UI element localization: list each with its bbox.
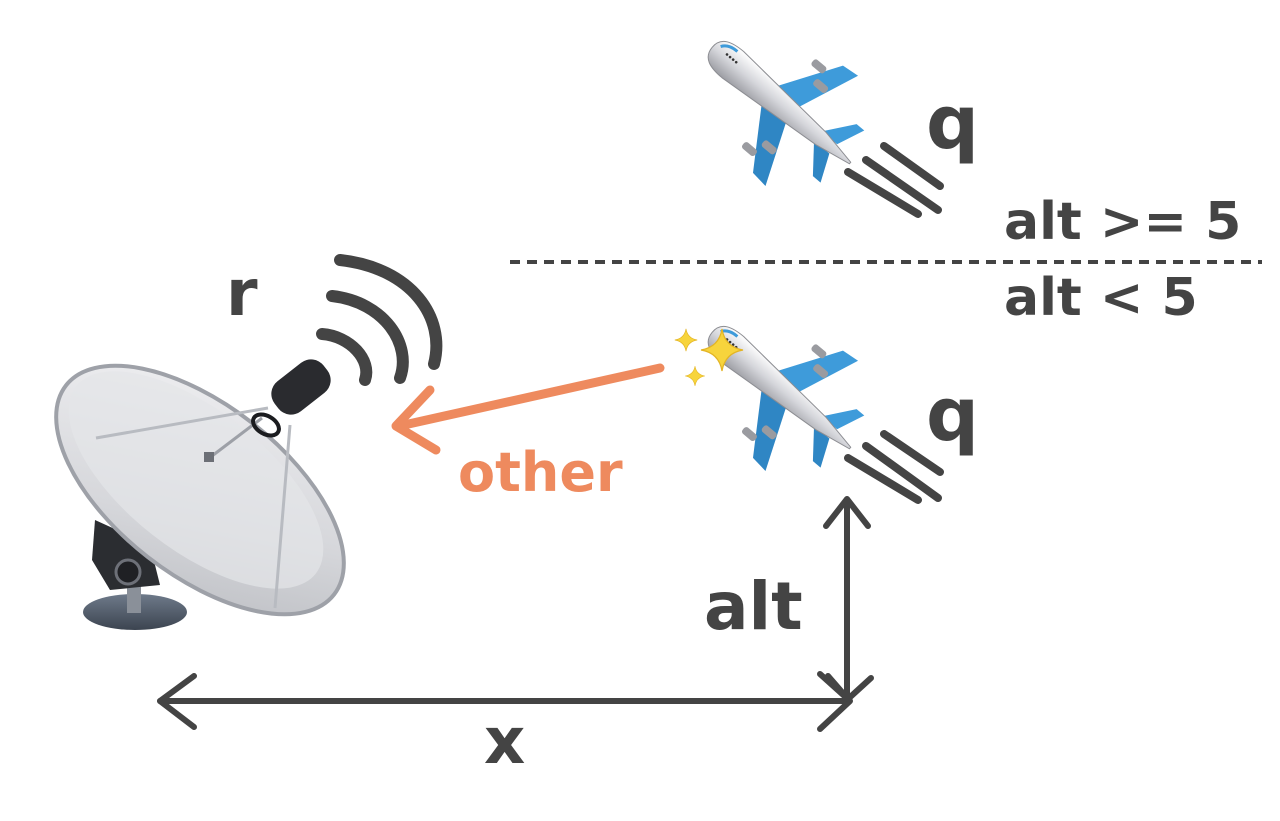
altitude-arrow (823, 496, 871, 701)
signal-waves-icon (316, 254, 443, 386)
altitude-axis-label: alt (704, 568, 803, 645)
threshold-above-label: alt >= 5 (1004, 192, 1242, 252)
satellite-dish-icon (54, 359, 346, 630)
response-arrow (391, 363, 665, 455)
plane-high-signal-label: q (926, 80, 979, 166)
speed-lines-icon (844, 142, 944, 218)
distance-arrow (157, 671, 874, 732)
threshold-below-label: alt < 5 (1004, 268, 1198, 328)
speed-lines-icon (844, 430, 944, 504)
distance-axis-label: x (484, 705, 526, 779)
plane-low-signal-label: q (926, 372, 979, 458)
radar-signal-label: r (226, 257, 258, 331)
airplane-icon (664, 0, 898, 220)
response-arrow-label: other (458, 441, 623, 504)
